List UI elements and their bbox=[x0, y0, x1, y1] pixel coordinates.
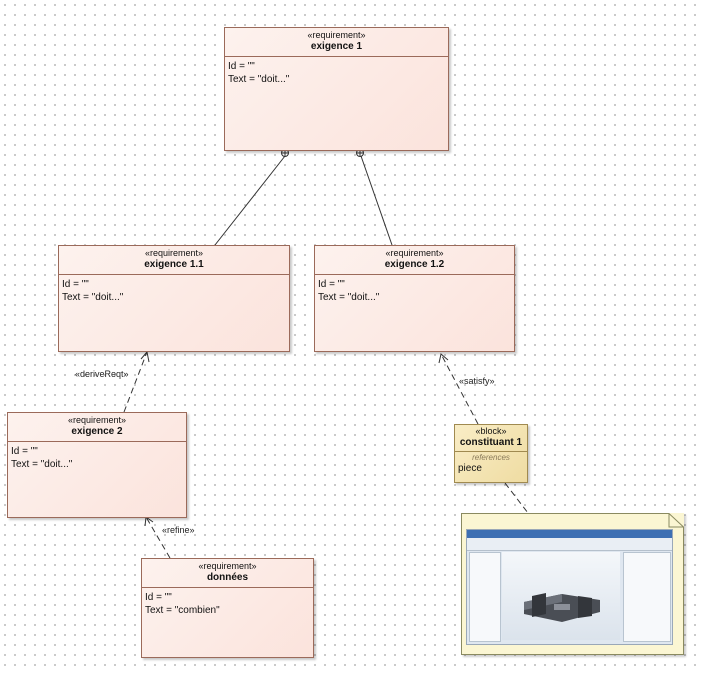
requirement-id: Id = "" bbox=[62, 279, 89, 290]
requirement-name: exigence 1.1 bbox=[144, 259, 204, 270]
requirement-header: «requirement» données bbox=[142, 559, 313, 588]
requirement-text: Text = "combien" bbox=[145, 605, 220, 616]
requirement-exigence-1[interactable]: «requirement» exigence 1 Id = "" Text = … bbox=[224, 27, 449, 151]
requirement-id: Id = "" bbox=[11, 446, 38, 457]
requirement-exigence-1-2[interactable]: «requirement» exigence 1.2 Id = "" Text … bbox=[314, 245, 515, 352]
requirement-properties: Id = "" Text = "doit..." bbox=[315, 275, 514, 307]
requirement-properties: Id = "" Text = "doit..." bbox=[59, 275, 289, 307]
requirement-properties: Id = "" Text = "doit..." bbox=[8, 442, 186, 474]
requirement-text: Text = "doit..." bbox=[11, 459, 73, 470]
stereotype-label: «requirement» bbox=[307, 30, 366, 40]
cad-title-bar bbox=[467, 530, 672, 538]
derive-arrowhead bbox=[140, 350, 150, 363]
requirement-name: exigence 2 bbox=[71, 426, 123, 437]
stereotype-label: «block» bbox=[475, 426, 507, 436]
satisfy-arrowhead bbox=[438, 353, 449, 364]
requirement-header: «requirement» exigence 1.2 bbox=[315, 246, 514, 275]
satisfy-label: «satisfy» bbox=[459, 376, 495, 386]
requirement-text: Text = "doit..." bbox=[228, 74, 290, 85]
requirement-properties: Id = "" Text = "combien" bbox=[142, 588, 313, 620]
block-header: «block» constituant 1 bbox=[455, 425, 527, 452]
cad-task-panel bbox=[623, 552, 671, 642]
requirement-id: Id = "" bbox=[318, 279, 345, 290]
requirement-header: «requirement» exigence 1 bbox=[225, 28, 448, 57]
reference-part: piece bbox=[458, 463, 482, 474]
requirement-header: «requirement» exigence 1.1 bbox=[59, 246, 289, 275]
anchor-line bbox=[504, 482, 529, 514]
stereotype-label: «requirement» bbox=[198, 561, 257, 571]
block-constituant-1[interactable]: «block» constituant 1 references piece bbox=[454, 424, 528, 483]
requirement-header: «requirement» exigence 2 bbox=[8, 413, 186, 442]
requirement-name: exigence 1.2 bbox=[384, 259, 445, 270]
stereotype-label: «requirement» bbox=[144, 248, 204, 258]
requirement-id: Id = "" bbox=[145, 592, 172, 603]
refine-label: «refine» bbox=[162, 525, 195, 535]
containment-line-1-1 bbox=[214, 155, 286, 246]
cad-part-model bbox=[524, 593, 600, 622]
cad-viewport bbox=[502, 552, 620, 640]
derive-line bbox=[123, 351, 148, 413]
stereotype-label: «requirement» bbox=[385, 248, 444, 258]
requirement-exigence-1-1[interactable]: «requirement» exigence 1.1 Id = "" Text … bbox=[58, 245, 290, 352]
cad-toolbar bbox=[467, 538, 672, 551]
stereotype-label: «requirement» bbox=[67, 415, 127, 425]
requirement-properties: Id = "" Text = "doit..." bbox=[225, 57, 448, 89]
requirement-donnees[interactable]: «requirement» données Id = "" Text = "co… bbox=[141, 558, 314, 658]
requirement-text: Text = "doit..." bbox=[318, 292, 380, 303]
note-cad-image[interactable] bbox=[461, 513, 684, 655]
block-name: constituant 1 bbox=[459, 437, 523, 448]
cad-feature-tree bbox=[469, 552, 501, 642]
refine-line bbox=[145, 516, 171, 559]
cad-screenshot bbox=[466, 529, 673, 645]
requirement-name: données bbox=[206, 572, 249, 583]
requirement-name: exigence 1 bbox=[310, 41, 363, 52]
containment-line-1-2 bbox=[360, 155, 393, 246]
references-compartment-label: references bbox=[472, 453, 510, 462]
requirement-id: Id = "" bbox=[228, 61, 255, 72]
requirement-exigence-2[interactable]: «requirement» exigence 2 Id = "" Text = … bbox=[7, 412, 187, 518]
satisfy-line bbox=[440, 353, 479, 425]
requirement-text: Text = "doit..." bbox=[62, 292, 124, 303]
derive-label: «deriveReqt» bbox=[75, 369, 129, 379]
